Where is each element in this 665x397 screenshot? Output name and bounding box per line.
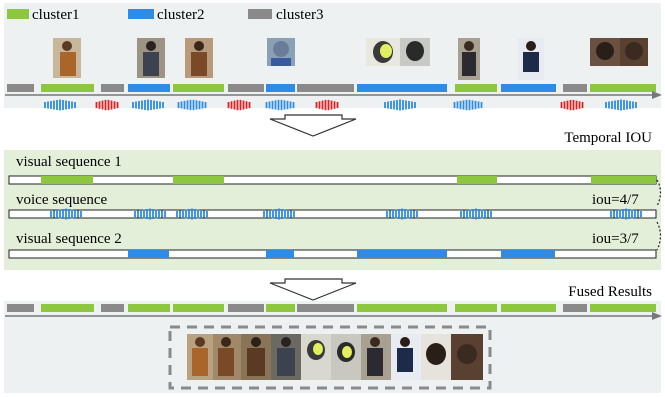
visual-sequence-1-track xyxy=(8,175,657,185)
voice-sequence-wave xyxy=(176,208,208,220)
thumbnail-person-brown xyxy=(185,38,213,78)
voice-wave xyxy=(265,99,295,111)
legend-label-cluster2: cluster2 xyxy=(157,7,204,23)
voice-wave xyxy=(453,99,483,111)
thumbnail-face-dark-pair xyxy=(590,38,648,66)
top-timeline-arrowhead xyxy=(652,91,662,99)
iou-visual-1-value: iou=4/7 xyxy=(592,192,639,208)
top-thumbnails xyxy=(53,38,648,80)
legend-label-cluster1: cluster1 xyxy=(32,7,79,23)
voice-wave xyxy=(132,99,164,111)
voice-sequence-wave xyxy=(50,208,82,220)
temporal-iou-title: Temporal IOU xyxy=(564,130,652,146)
legend: cluster1 cluster2 cluster3 xyxy=(7,7,323,23)
fused-thumbnails xyxy=(187,334,483,380)
voice-wave xyxy=(384,99,416,111)
visual-sequence-2-segments xyxy=(128,250,555,258)
visual-sequence-1-segments xyxy=(41,176,656,184)
legend-swatch-cluster3 xyxy=(248,9,272,19)
thumbnail-person-coat xyxy=(458,38,480,80)
voice-sequence-wave xyxy=(134,208,166,220)
iou-visual-2-value: iou=3/7 xyxy=(592,231,639,247)
voice-wave xyxy=(44,99,76,111)
visual-sequence-1-label: visual sequence 1 xyxy=(16,154,122,170)
noise-wave xyxy=(227,99,251,111)
voice-wave xyxy=(605,99,637,111)
noise-wave xyxy=(315,99,339,111)
voice-sequence-wave xyxy=(610,208,642,220)
down-arrow-1 xyxy=(269,114,357,137)
fused-cluster-box xyxy=(168,325,492,390)
thumbnail-person-orange xyxy=(53,38,81,78)
iou-connectors xyxy=(656,179,662,251)
voice-sequence-waveforms xyxy=(50,208,642,220)
noise-wave xyxy=(95,99,119,111)
top-voice-waveforms xyxy=(44,99,637,111)
legend-swatch-cluster2 xyxy=(128,9,154,19)
fused-results-title: Fused Results xyxy=(568,284,652,300)
thumbnail-person-dark xyxy=(137,38,165,78)
fused-timeline-arrowhead xyxy=(652,312,662,320)
voice-sequence-wave xyxy=(386,208,418,220)
voice-sequence-wave xyxy=(460,208,492,220)
fused-timeline-segments xyxy=(7,304,656,312)
voice-sequence-wave xyxy=(263,208,295,220)
voice-wave xyxy=(177,99,207,111)
noise-wave xyxy=(560,99,584,111)
top-timeline-segments xyxy=(7,84,656,92)
thumbnail-face-masked-pair xyxy=(366,38,430,66)
thumbnail-face-blue xyxy=(267,38,295,66)
top-panel xyxy=(4,3,661,108)
visual-sequence-2-track xyxy=(8,249,657,259)
legend-label-cluster3: cluster3 xyxy=(276,7,323,23)
voice-sequence-label: voice sequence xyxy=(16,192,108,208)
legend-swatch-cluster1 xyxy=(7,9,29,19)
thumbnail-person-navy xyxy=(518,38,544,80)
voice-sequence-track xyxy=(8,209,657,219)
down-arrow-2 xyxy=(269,278,357,301)
visual-sequence-2-label: visual sequence 2 xyxy=(16,231,122,247)
